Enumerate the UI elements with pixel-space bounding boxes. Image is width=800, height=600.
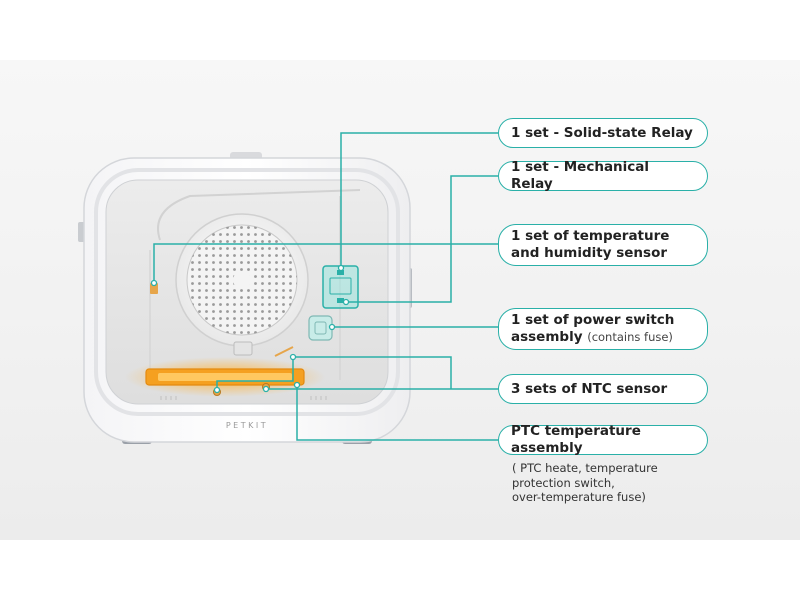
relay-terminal-bottom <box>337 298 344 303</box>
ptc-note-line: protection switch, <box>512 475 615 490</box>
device-frame <box>94 168 400 416</box>
fan-clip <box>233 341 253 356</box>
relay-inner <box>329 277 352 295</box>
relay-terminal-top <box>337 270 344 275</box>
callout-label: 1 set - Solid-state Relay <box>511 124 693 141</box>
power-switch-core <box>314 321 327 335</box>
fan-hub <box>233 271 251 289</box>
leader-lines <box>153 132 498 441</box>
callout-ntc-sensor: 3 sets of NTC sensor <box>498 374 708 404</box>
ptc-note-line: ( PTC heate, temperature <box>512 461 658 475</box>
leader-ptc <box>296 385 498 441</box>
callout-mechanical-relay: 1 set - Mechanical Relay <box>498 159 708 192</box>
brand-logo: PETKIT <box>226 421 268 430</box>
ntc-sensor-3 <box>274 346 294 357</box>
leader-temp-humidity <box>153 243 498 283</box>
callout-solid-state-relay: 1 set - Solid-state Relay <box>498 118 708 148</box>
power-switch-assembly <box>308 315 333 341</box>
callout-label: PTC temperature assembly <box>511 423 641 456</box>
callout-temp-humidity-sensor: 1 set of temperature and humidity sensor <box>498 224 708 266</box>
leader-dots <box>150 264 350 394</box>
temp-humidity-sensor-chip <box>150 283 158 294</box>
ptc-heater-core <box>158 373 292 381</box>
callout-label: 1 set of temperature and humidity sensor <box>511 228 670 261</box>
leader-mechanical-relay <box>346 175 498 303</box>
inner-curve <box>157 189 361 241</box>
ptc-note: ( PTC heate, temperature protection swit… <box>512 461 702 505</box>
leader-solid-state-relay <box>340 132 498 268</box>
callout-sublabel: (contains fuse) <box>587 330 673 344</box>
callout-power-switch: 1 set of power switch assembly (contains… <box>498 308 708 350</box>
callout-ptc-assembly: PTC temperature assembly <box>498 423 708 456</box>
callout-label: 1 set - Mechanical Relay <box>511 159 650 192</box>
ptc-note-line: over-temperature fuse) <box>512 490 646 504</box>
callout-label: 1 set of power switch assembly (contains… <box>511 312 675 345</box>
callout-label: 3 sets of NTC sensor <box>511 380 668 397</box>
vent-slots <box>160 396 327 400</box>
